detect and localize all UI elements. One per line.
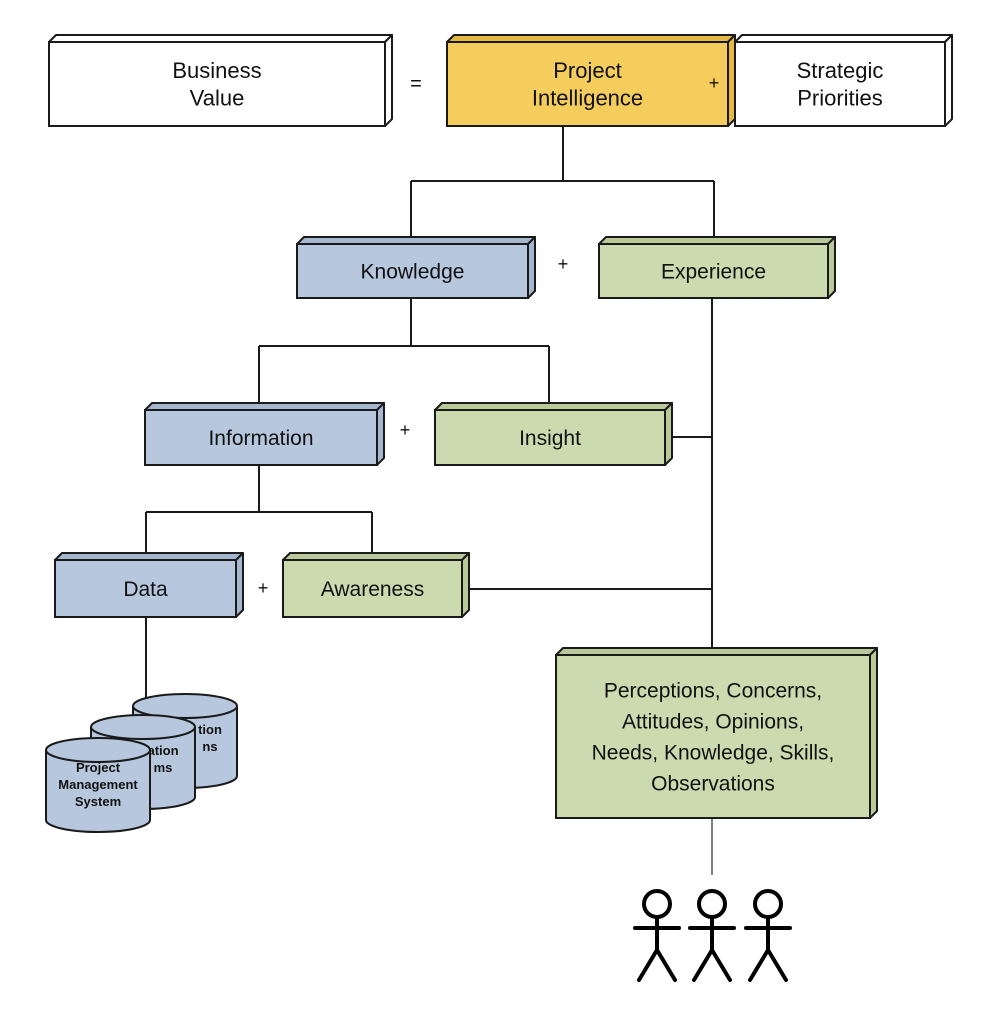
box-label: Needs, Knowledge, Skills, bbox=[592, 741, 835, 764]
box-label: Information bbox=[208, 427, 313, 450]
box-top-face bbox=[282, 552, 470, 561]
box-label: Data bbox=[123, 578, 168, 601]
box-front-face bbox=[282, 559, 463, 618]
box-label: Insight bbox=[519, 427, 581, 450]
box-front-face bbox=[434, 409, 666, 466]
database-top-icon bbox=[132, 693, 238, 719]
awareness-box: Awareness bbox=[282, 552, 470, 618]
box-label: Business bbox=[172, 58, 261, 83]
box-side-face bbox=[235, 552, 244, 618]
box-top-face bbox=[555, 647, 878, 656]
experience-box: Experience bbox=[598, 236, 836, 299]
box-front-face bbox=[48, 41, 386, 127]
plus-operator-information-insight: + bbox=[400, 420, 411, 440]
box-front-face bbox=[144, 409, 378, 466]
data-box: Data bbox=[54, 552, 244, 618]
box-label: Knowledge bbox=[361, 260, 465, 283]
box-top-face bbox=[446, 34, 736, 43]
box-label: Strategic bbox=[797, 58, 884, 83]
box-label: Project bbox=[553, 58, 621, 83]
box-top-face bbox=[434, 402, 673, 411]
box-front-face bbox=[54, 559, 237, 618]
box-side-face bbox=[727, 34, 736, 127]
database-top-icon bbox=[45, 737, 151, 763]
box-top-face bbox=[598, 236, 836, 245]
box-label: Observations bbox=[651, 772, 775, 795]
database-label: Project bbox=[76, 760, 121, 775]
stick-figure-icon bbox=[688, 889, 736, 982]
plus-operator-top: + bbox=[709, 73, 720, 93]
box-label: Perceptions, Concerns, bbox=[604, 679, 822, 702]
database-label: ns bbox=[202, 739, 217, 754]
database-label: ation bbox=[147, 743, 178, 758]
box-side-face bbox=[376, 402, 385, 466]
human-factors-box: Perceptions, Concerns, Attitudes, Opinion… bbox=[555, 647, 878, 819]
box-front-face bbox=[446, 41, 729, 127]
box-top-face bbox=[144, 402, 385, 411]
stakeholders-group bbox=[633, 889, 792, 982]
database-label: tion bbox=[198, 722, 222, 737]
box-label: Priorities bbox=[797, 85, 883, 110]
equals-operator: = bbox=[410, 73, 422, 95]
box-label: Attitudes, Opinions, bbox=[622, 710, 804, 733]
information-box: Information bbox=[144, 402, 385, 466]
box-label: Experience bbox=[661, 260, 766, 283]
stick-figure-icon bbox=[633, 889, 681, 982]
box-side-face bbox=[944, 34, 953, 127]
box-side-face bbox=[827, 236, 836, 299]
database-label: ms bbox=[154, 760, 173, 775]
box-side-face bbox=[461, 552, 470, 618]
database-top-icon bbox=[90, 714, 196, 740]
database-label: System bbox=[75, 794, 121, 809]
connector-information-to-children bbox=[145, 465, 373, 560]
plus-operator-knowledge-experience: + bbox=[558, 254, 569, 274]
box-side-face bbox=[384, 34, 393, 127]
box-label: Value bbox=[190, 85, 245, 110]
connector-knowledge-to-children bbox=[258, 298, 550, 410]
box-front-face bbox=[598, 243, 829, 299]
box-front-face bbox=[734, 41, 946, 127]
stick-figure-icon bbox=[744, 889, 792, 982]
plus-operator-data-awareness: + bbox=[258, 578, 269, 598]
database-body-icon bbox=[45, 750, 151, 833]
knowledge-box: Knowledge bbox=[296, 236, 536, 299]
box-side-face bbox=[869, 647, 878, 819]
box-front-face bbox=[555, 654, 871, 819]
box-label: Awareness bbox=[321, 578, 425, 601]
box-top-face bbox=[54, 552, 244, 561]
connector-intelligence-to-children bbox=[410, 126, 715, 244]
database-label: Management bbox=[58, 777, 138, 792]
box-front-face bbox=[296, 243, 529, 299]
box-label: Intelligence bbox=[532, 85, 643, 110]
box-top-face bbox=[296, 236, 536, 245]
box-top-face bbox=[48, 34, 393, 43]
insight-box: Insight bbox=[434, 402, 673, 466]
box-side-face bbox=[664, 402, 673, 466]
box-top-face bbox=[734, 34, 953, 43]
box-side-face bbox=[527, 236, 536, 299]
